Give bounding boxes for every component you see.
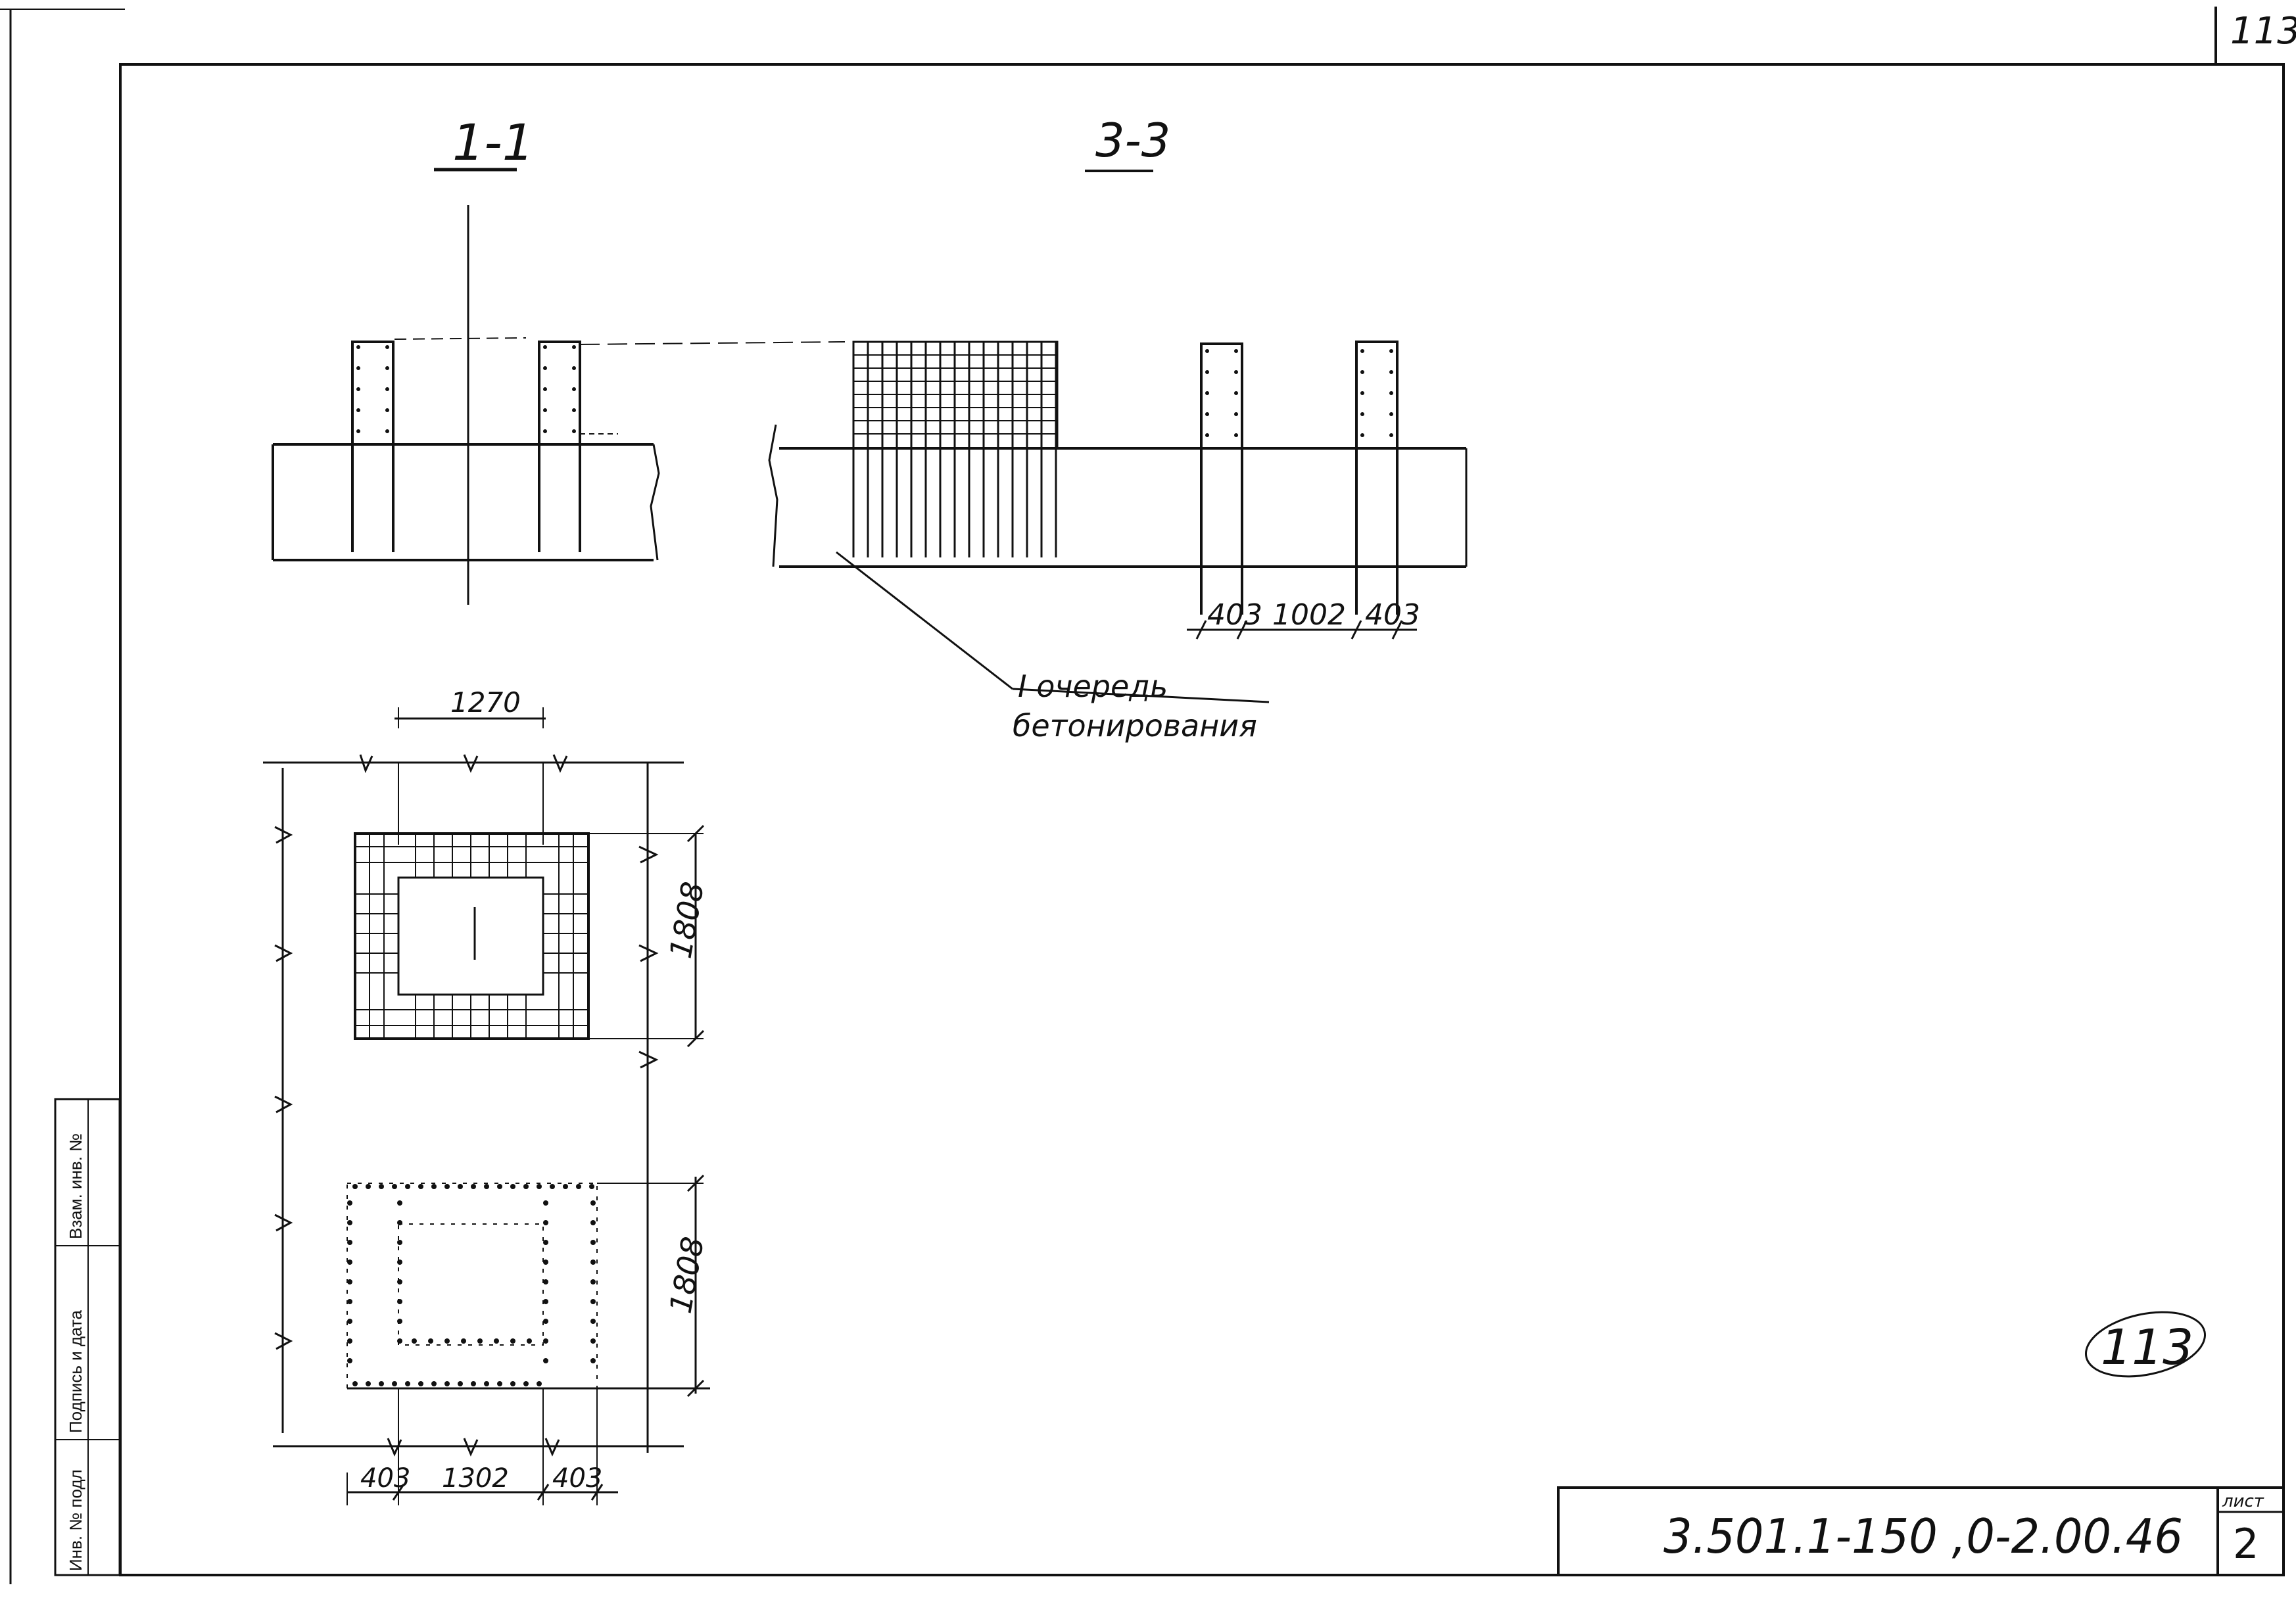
plan-lower-rebar-dots: [347, 1184, 596, 1386]
sheet-frame: [0, 7, 2285, 1584]
stamp-inv-label: Инв. № подл: [66, 1469, 85, 1571]
section-1-1: [272, 205, 846, 605]
sheet-label: лист: [2222, 1492, 2264, 1511]
dim-1270: 1270: [450, 686, 521, 719]
title-block: [1557, 1486, 2285, 1576]
dim-403-right-plan: 403: [552, 1463, 602, 1494]
section-3-3-rebar: [1205, 349, 1393, 437]
circle-stamp: [2085, 1311, 2206, 1378]
side-stamp: Инв. № подл Подпись и дата Взам. инв. №: [54, 1098, 121, 1576]
dim-1808-lower: 1808: [663, 1234, 711, 1316]
dim-1002: 1002: [1272, 598, 1346, 632]
section-title-1-1: 1-1: [452, 113, 534, 172]
section-1-1-rebar: [356, 345, 576, 433]
corner-page-number: 113: [2230, 10, 2296, 53]
stamp-replace-label: Взам. инв. №: [66, 1133, 85, 1239]
dim-1302: 1302: [442, 1463, 509, 1494]
dim-403-right-3-3: 403: [1365, 598, 1420, 632]
dim-1808-upper: 1808: [663, 879, 711, 961]
callout-line-2: бетонирования: [1013, 708, 1257, 743]
section-3-3: [768, 341, 1468, 703]
stamp-sign-label: Подпись и дата: [66, 1309, 85, 1433]
sheet-number: 2: [2233, 1520, 2259, 1568]
plan-upper-mesh: [263, 707, 705, 1453]
drawing-designation: 3.501.1-150 ,0-2.00.46: [1663, 1509, 2183, 1564]
section-title-3-3: 3-3: [1095, 114, 1170, 168]
circle-stamp-number: 113: [2101, 1319, 2193, 1376]
dim-403-left-plan: 403: [360, 1463, 410, 1494]
plan-lower-rebar: [273, 1174, 710, 1505]
dim-403-left-3-3: 403: [1207, 598, 1262, 632]
callout-line-1: I очередь: [1018, 669, 1168, 704]
